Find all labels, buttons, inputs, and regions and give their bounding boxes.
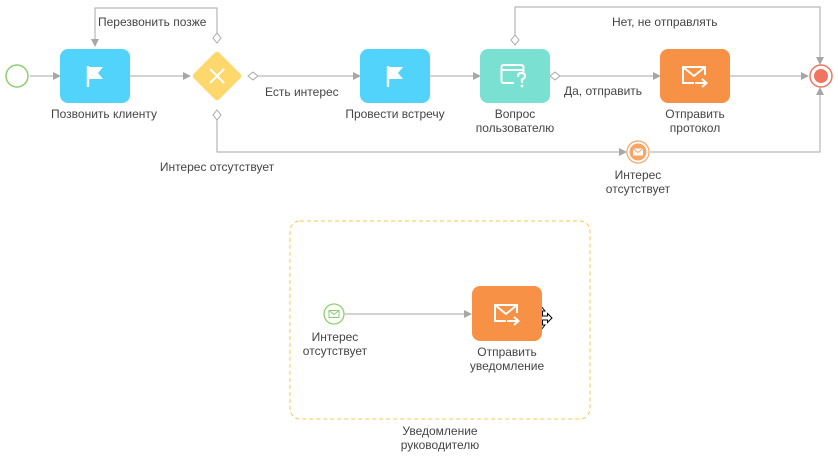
exclusive-gateway[interactable] bbox=[192, 51, 243, 102]
flow-yes-send[interactable] bbox=[549, 71, 661, 81]
task-send-protocol[interactable] bbox=[660, 49, 730, 103]
message-start-event[interactable] bbox=[323, 303, 345, 325]
flow-no-interest[interactable] bbox=[212, 109, 627, 156]
task-send-protocol-label: Отправить протокол bbox=[665, 107, 725, 135]
flow-call-later-label: Перезвонить позже bbox=[96, 15, 209, 29]
flow-has-interest[interactable] bbox=[247, 71, 361, 81]
task-send-notification[interactable] bbox=[472, 286, 542, 341]
task-user-question[interactable] bbox=[480, 49, 550, 103]
task-call-client[interactable] bbox=[60, 49, 130, 103]
envelope-icon bbox=[328, 310, 340, 318]
task-meeting[interactable] bbox=[360, 49, 430, 103]
end-event[interactable] bbox=[809, 64, 833, 88]
flow-yes-send-label: Да, отправить bbox=[562, 84, 645, 98]
message-event-intermediate[interactable] bbox=[626, 140, 650, 164]
x-icon bbox=[209, 68, 225, 84]
task-send-notification-label: Отправить уведомление bbox=[469, 345, 545, 373]
task-call-client-label: Позвонить клиенту bbox=[50, 107, 157, 121]
question-window-icon bbox=[500, 64, 529, 88]
flow-message-to-end[interactable] bbox=[650, 87, 824, 153]
flow-call-later[interactable] bbox=[91, 7, 222, 47]
flow-has-interest-label: Есть интерес bbox=[263, 85, 341, 99]
subprocess-frame[interactable] bbox=[289, 220, 591, 420]
email-send-icon bbox=[682, 66, 709, 88]
start-event[interactable] bbox=[5, 64, 29, 88]
envelope-icon bbox=[632, 148, 644, 156]
flow-no-send-label: Нет, не отправлять bbox=[610, 15, 720, 29]
task-meeting-label: Провести встречу bbox=[345, 107, 445, 121]
message-start-event-label: Интерес отсутствует bbox=[302, 330, 368, 358]
gateway-label: Интерес отсутствует bbox=[159, 160, 275, 174]
email-send-icon bbox=[494, 303, 521, 326]
task-user-question-label: Вопрос пользователю bbox=[475, 107, 555, 135]
subprocess-label: Уведомление руководителю bbox=[400, 424, 480, 452]
flow-no-send[interactable] bbox=[510, 6, 824, 65]
flag-icon bbox=[86, 66, 103, 87]
flag-icon bbox=[386, 66, 403, 87]
message-event-label: Интерес отсутствует bbox=[605, 168, 671, 196]
